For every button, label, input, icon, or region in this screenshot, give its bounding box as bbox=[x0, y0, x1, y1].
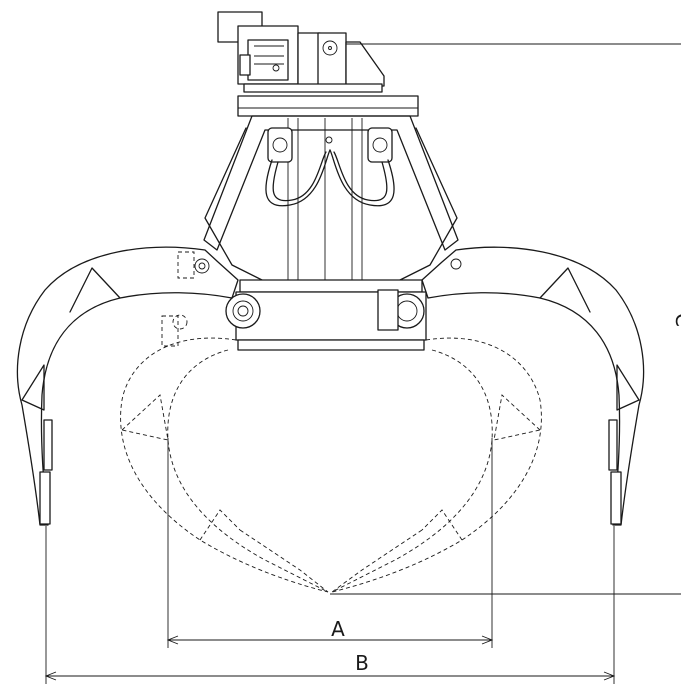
dimension-c bbox=[330, 43, 681, 595]
tines-closed-position bbox=[120, 337, 542, 593]
dimension-c-label: C bbox=[671, 313, 681, 327]
dimension-b-label: B bbox=[355, 651, 369, 675]
dimension-a bbox=[166, 438, 494, 648]
right-tine-open bbox=[421, 246, 645, 526]
left-tine-bracket bbox=[161, 251, 210, 347]
dimension-a-label: A bbox=[331, 617, 345, 641]
hydraulic-power-unit bbox=[217, 11, 385, 93]
dimension-b bbox=[44, 526, 616, 684]
left-tine-open bbox=[16, 246, 239, 526]
hydraulic-cylinders bbox=[265, 127, 395, 207]
central-body bbox=[225, 279, 427, 351]
rotator-plate bbox=[237, 95, 419, 117]
